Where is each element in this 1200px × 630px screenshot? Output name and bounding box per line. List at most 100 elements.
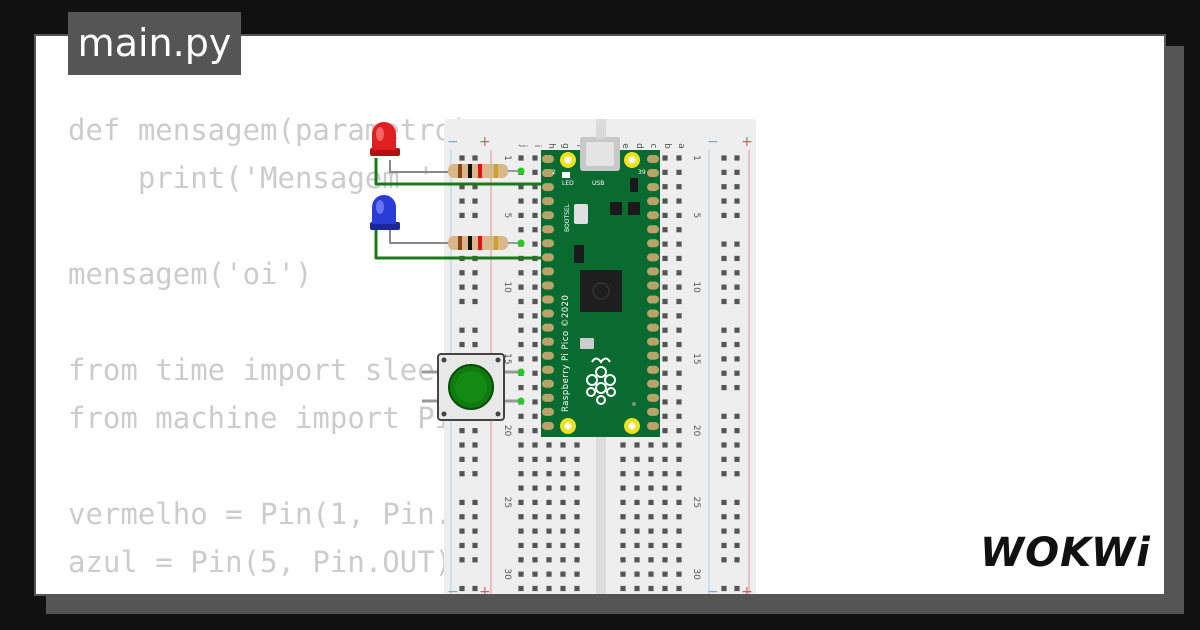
wire-blue-led: [374, 230, 548, 260]
breadboard-hole: [721, 184, 727, 190]
breadboard-hole: [676, 255, 682, 262]
breadboard-hole: [734, 255, 740, 262]
pico-pin[interactable]: [647, 169, 659, 178]
breadboard-hole: [662, 198, 668, 204]
breadboard-hole: [721, 298, 727, 305]
pico-pin[interactable]: [542, 393, 554, 402]
pico-pin[interactable]: [647, 337, 659, 346]
breadboard-hole: [676, 442, 682, 448]
breadboard-hole: [518, 557, 524, 563]
breadboard-hole: [648, 471, 654, 477]
breadboard-hole: [662, 155, 668, 161]
pico-pin[interactable]: [542, 323, 554, 332]
pico-pin[interactable]: [647, 323, 659, 332]
pico-pin[interactable]: [647, 365, 659, 374]
breadboard-hole: [676, 327, 682, 333]
breadboard-hole: [532, 212, 538, 218]
breadboard-hole: [532, 571, 538, 577]
pico-pin[interactable]: [542, 379, 554, 388]
breadboard-hole: [459, 327, 465, 333]
row-number-left: 5: [502, 213, 512, 219]
breadboard-hole: [721, 212, 727, 218]
code-line: botao = Pin(13, Pin.IN): [68, 586, 662, 594]
pico-pin[interactable]: [647, 421, 659, 430]
breadboard-hole: [459, 442, 465, 448]
breadboard-hole: [662, 227, 668, 233]
pico-pin[interactable]: [647, 239, 659, 248]
pico-pin[interactable]: [542, 407, 554, 416]
pico-pin[interactable]: [647, 211, 659, 220]
breadboard-hole: [518, 284, 524, 290]
breadboard-hole: [634, 485, 640, 491]
pico-pin[interactable]: [542, 267, 554, 276]
file-tab[interactable]: main.py: [68, 12, 241, 75]
pico-pin[interactable]: [647, 155, 659, 163]
pico-pin[interactable]: [542, 197, 554, 206]
pico-pin[interactable]: [647, 225, 659, 234]
breadboard-hole: [546, 557, 552, 563]
breadboard-hole: [472, 428, 478, 434]
pico-pin[interactable]: [542, 183, 554, 192]
pico-pin[interactable]: [542, 365, 554, 374]
pico-pin[interactable]: [542, 295, 554, 304]
pico-pin[interactable]: [542, 351, 554, 360]
pico-pin[interactable]: [647, 281, 659, 290]
usb-silkscreen: USB: [592, 180, 604, 187]
pico-pin[interactable]: [542, 337, 554, 346]
breadboard-hole: [634, 514, 640, 520]
pico-pin[interactable]: [542, 155, 554, 163]
pushbutton[interactable]: [422, 353, 525, 421]
breadboard-hole: [546, 528, 552, 534]
pico-pin[interactable]: [647, 351, 659, 360]
rail-minus-right: −: [707, 134, 719, 150]
pico-pin[interactable]: [647, 407, 659, 416]
breadboard-hole: [472, 499, 478, 505]
breadboard-hole: [721, 270, 727, 276]
led-blue[interactable]: [370, 195, 400, 230]
pico-pin[interactable]: [542, 169, 554, 178]
breadboard-hole: [532, 356, 538, 362]
breadboard-hole: [472, 471, 478, 477]
pico-pin[interactable]: [647, 253, 659, 262]
breadboard-hole: [734, 184, 740, 190]
pico-pin[interactable]: [647, 267, 659, 276]
breadboard-hole: [662, 485, 668, 491]
breadboard-hole: [459, 557, 465, 563]
pico-pin[interactable]: [542, 211, 554, 220]
led-red[interactable]: [370, 122, 400, 156]
pico-pin[interactable]: [542, 225, 554, 234]
pico-pin[interactable]: [647, 183, 659, 192]
board-silkscreen: Raspberry Pi Pico ©2020: [561, 295, 571, 412]
code-line: from time import sleep: [68, 353, 453, 387]
pico-pin[interactable]: [647, 295, 659, 304]
pico-pin[interactable]: [647, 309, 659, 318]
bootsel-button[interactable]: [574, 204, 588, 224]
breadboard-hole: [721, 442, 727, 448]
raspberry-pi-pico[interactable]: LED USB 2 39 BOOTSEL Raspberry Pi Pico ©…: [541, 127, 660, 437]
breadboard-hole: [574, 585, 580, 592]
breadboard-hole: [721, 198, 727, 204]
pico-pin[interactable]: [542, 253, 554, 262]
bootsel-silkscreen: BOOTSEL: [564, 203, 571, 232]
breadboard-hole: [560, 585, 566, 592]
pico-pin[interactable]: [647, 393, 659, 402]
pico-pin[interactable]: [542, 281, 554, 290]
breadboard-hole: [574, 456, 580, 462]
pico-pin[interactable]: [647, 379, 659, 388]
pico-pin[interactable]: [542, 421, 554, 430]
breadboard-hole: [662, 571, 668, 577]
pico-pin[interactable]: [647, 197, 659, 206]
pico-pin[interactable]: [542, 309, 554, 318]
breadboard-hole: [518, 227, 524, 233]
breadboard-hole: [472, 184, 478, 190]
breadboard-hole: [721, 471, 727, 477]
breadboard-hole: [676, 385, 682, 391]
breadboard-hole: [648, 442, 654, 448]
breadboard-hole: [734, 356, 740, 362]
breadboard-hole: [532, 155, 538, 161]
breadboard-hole: [472, 270, 478, 276]
breadboard-hole: [518, 585, 524, 592]
pico-pin[interactable]: [542, 239, 554, 248]
breadboard-hole: [721, 413, 727, 419]
breadboard-hole: [459, 270, 465, 276]
